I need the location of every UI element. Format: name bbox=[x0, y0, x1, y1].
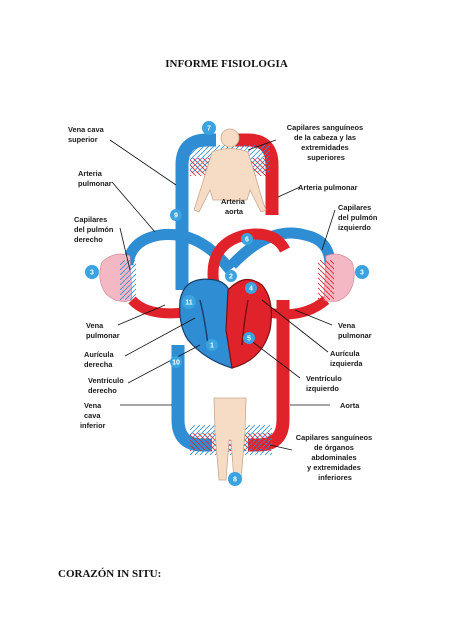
label-auricula-izquierda: Aurícula izquierda bbox=[330, 349, 363, 368]
heart bbox=[179, 278, 272, 369]
leader-lines bbox=[109, 139, 336, 451]
svg-text:2: 2 bbox=[229, 274, 233, 281]
label-auricula-derecha: Aurícula derecha bbox=[84, 350, 116, 369]
label-aorta: Aorta bbox=[340, 401, 360, 410]
svg-text:3: 3 bbox=[90, 270, 94, 277]
right-lung bbox=[99, 253, 136, 302]
label-ventriculo-izquierdo: Ventrículo izquierdo bbox=[306, 374, 344, 393]
svg-text:6: 6 bbox=[245, 237, 249, 244]
label-capilares-cabeza: Capilares sanguíneos de la cabeza y las … bbox=[287, 123, 365, 162]
label-arteria-pulmonar-left: Arteria pulmonar bbox=[78, 169, 112, 188]
label-capilares-pulmon-derecho: Capilares del pulmón derecho bbox=[74, 215, 115, 244]
lower-body-figure bbox=[213, 397, 247, 481]
label-vena-pulmonar-right: Vena pulmonar bbox=[338, 321, 372, 340]
section-heading: CORAZÓN IN SITU: bbox=[58, 568, 162, 580]
label-arteria-pulmonar-right: Arteria pulmonar bbox=[298, 183, 358, 192]
svg-text:4: 4 bbox=[249, 286, 253, 293]
svg-text:9: 9 bbox=[174, 213, 178, 220]
label-vena-cava-superior: Vena cava superior bbox=[68, 125, 106, 144]
left-lung bbox=[318, 253, 355, 302]
svg-text:3: 3 bbox=[360, 270, 364, 277]
label-arteria-aorta: Arteria aorta bbox=[221, 197, 247, 216]
svg-text:5: 5 bbox=[247, 336, 251, 343]
svg-text:7: 7 bbox=[207, 126, 211, 133]
number-markers: 7 9 6 2 4 11 1 5 10 8 3 3 bbox=[85, 121, 369, 486]
label-capilares-pulmon-izquierdo: Capilares del pulmón izquierdo bbox=[338, 203, 379, 232]
svg-text:8: 8 bbox=[233, 477, 237, 484]
label-capilares-organos: Capilares sanguíneos de órganos abdomina… bbox=[296, 433, 374, 482]
label-vena-pulmonar-left: Vena pulmonar bbox=[86, 321, 120, 340]
document-title: INFORME FISIOLOGIA bbox=[165, 58, 288, 70]
svg-text:11: 11 bbox=[185, 300, 193, 307]
label-ventriculo-derecho: Ventrículo derecho bbox=[88, 376, 126, 395]
label-vena-cava-inferior: Vena cava inferior bbox=[80, 401, 106, 430]
svg-text:10: 10 bbox=[172, 360, 180, 367]
upper-body-figure bbox=[193, 128, 267, 213]
svg-text:1: 1 bbox=[210, 343, 214, 350]
